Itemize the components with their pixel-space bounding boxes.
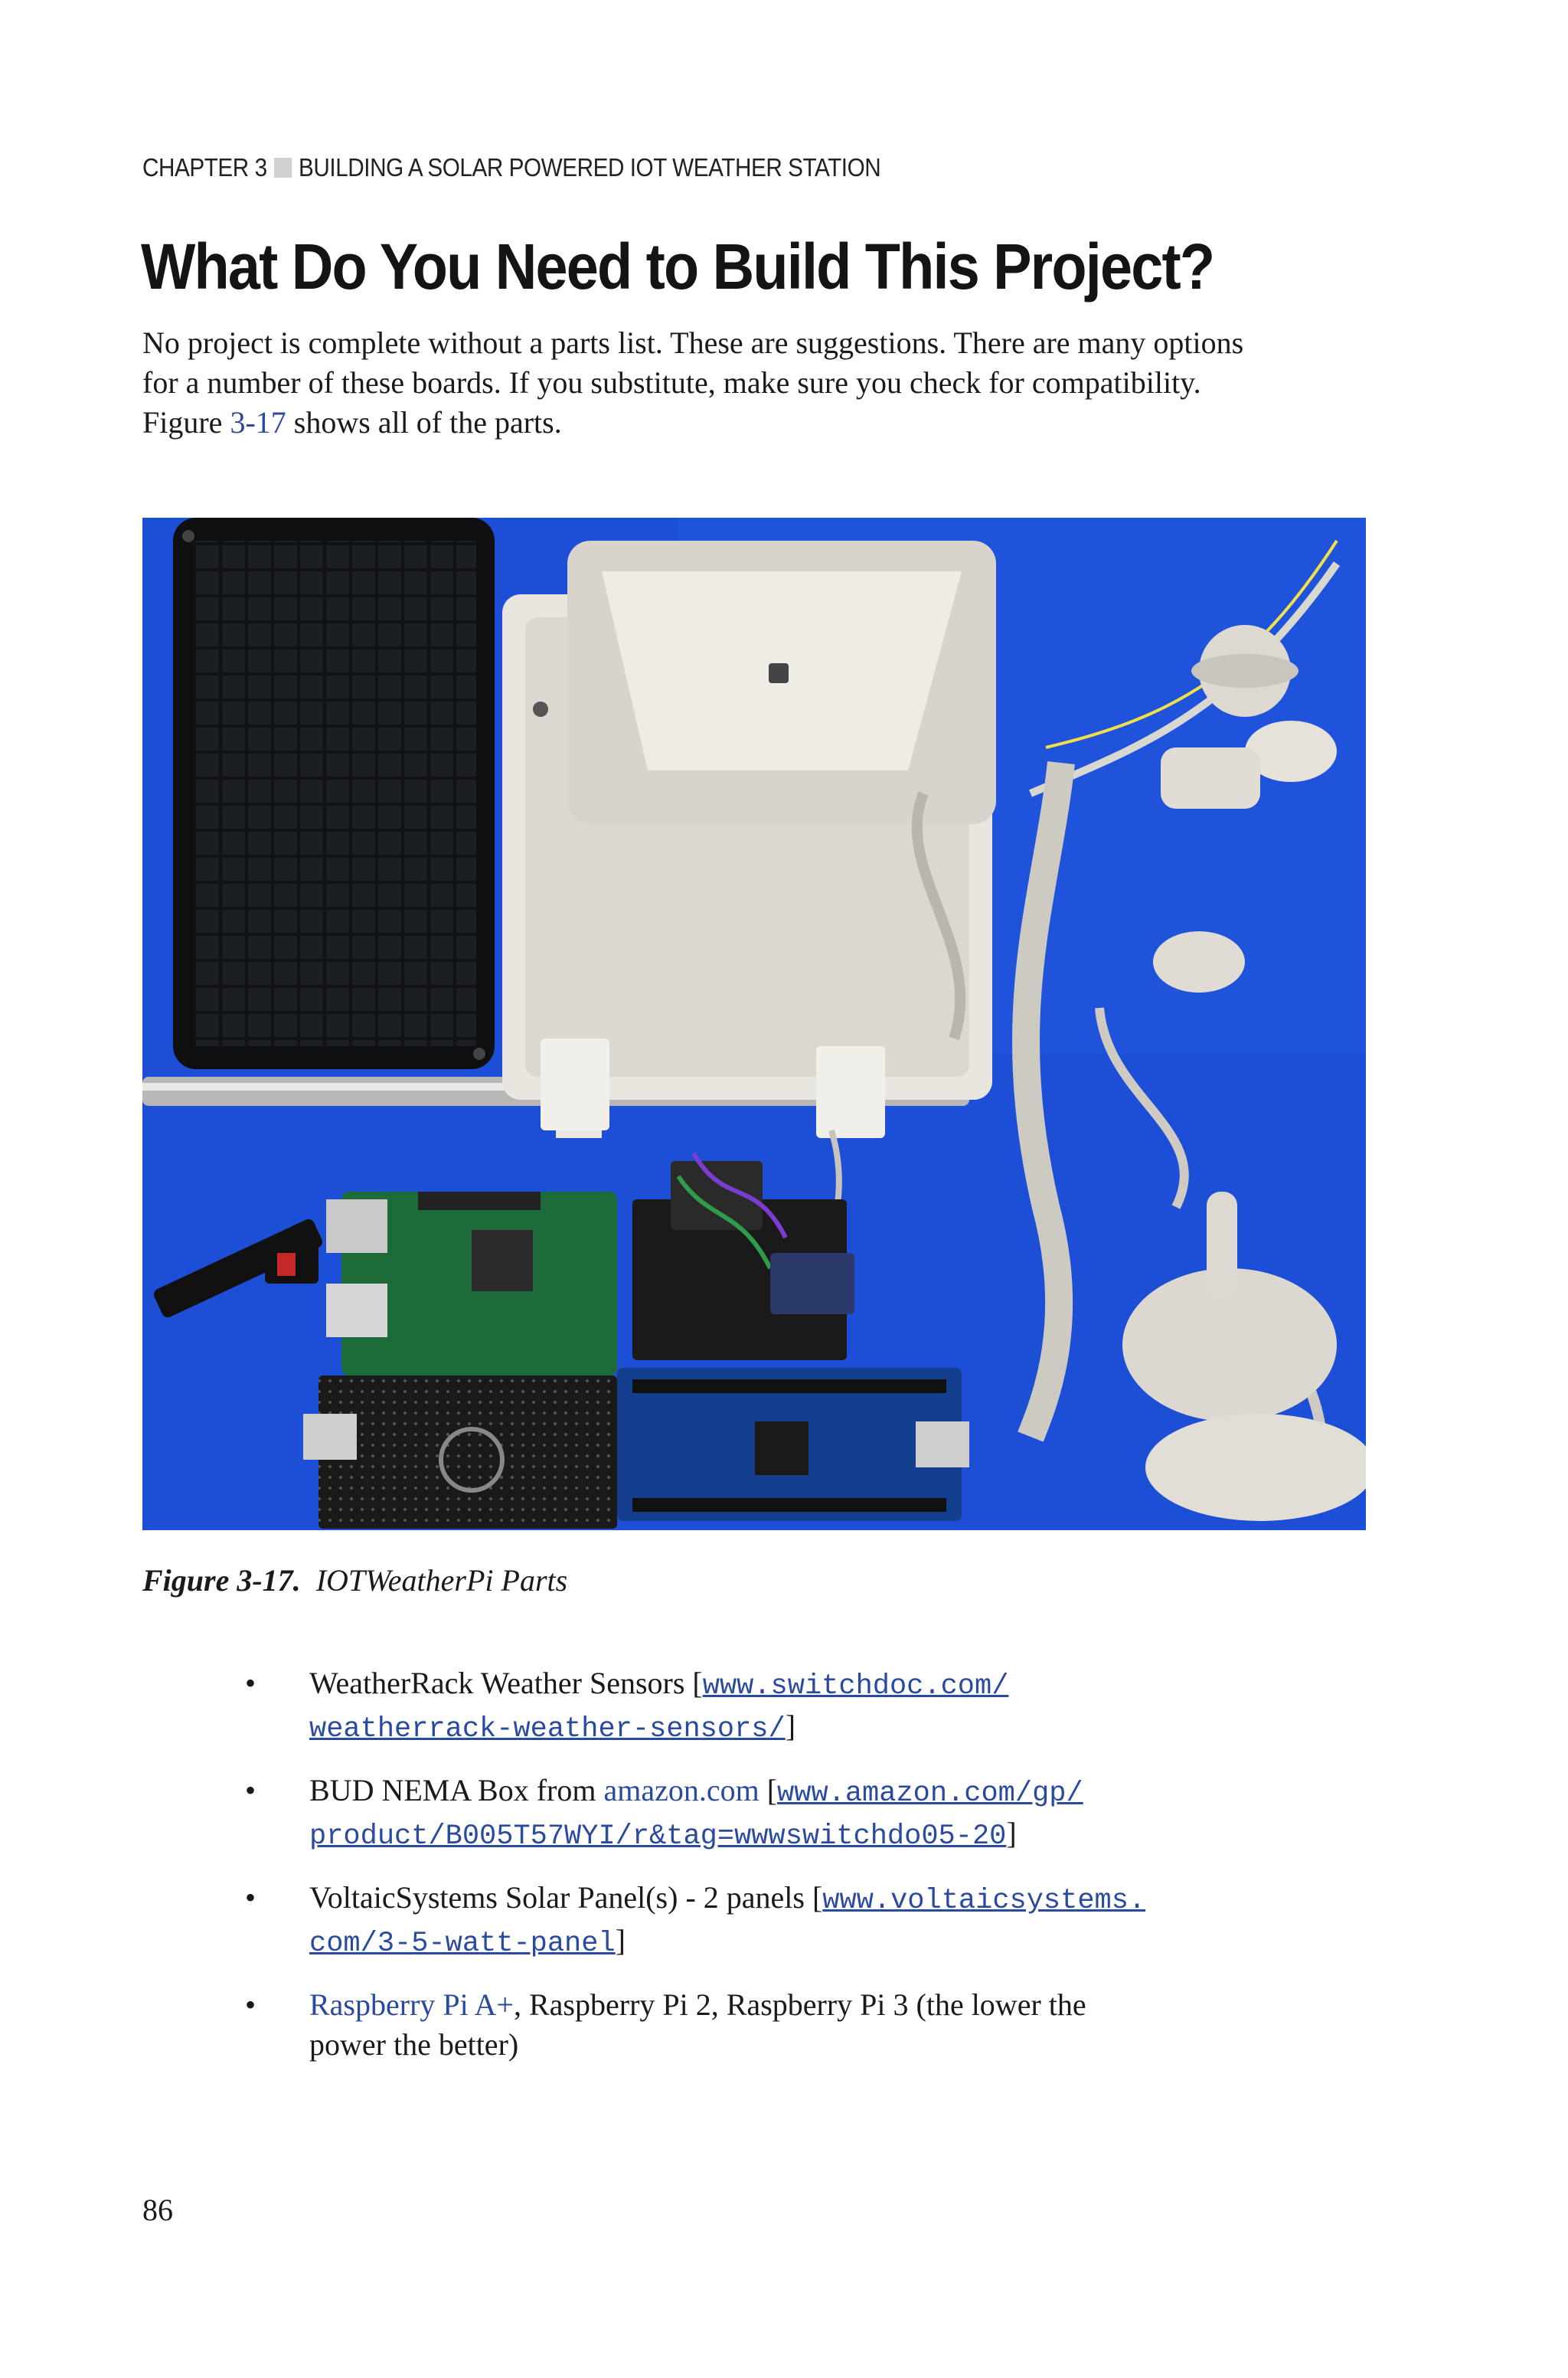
- amazon-link[interactable]: amazon.com: [603, 1773, 760, 1807]
- page-number: 86: [142, 2193, 173, 2227]
- chapter-label: CHAPTER 3: [142, 153, 267, 182]
- weatherrack-link[interactable]: www.switchdoc.com/: [702, 1670, 1009, 1703]
- item-text: WeatherRack Weather Sensors [: [309, 1666, 703, 1700]
- raspberry-pi-link[interactable]: Raspberry Pi A+: [309, 1987, 514, 2022]
- item-text: BUD NEMA Box from: [309, 1773, 604, 1807]
- solar-panel: [173, 518, 495, 1069]
- figure-label: Figure 3-17.: [142, 1563, 301, 1598]
- parts-list: • WeatherRack Weather Sensors [www.switc…: [245, 1663, 1240, 2086]
- controller-board: [303, 1375, 617, 1529]
- figure-reference-link[interactable]: 3-17: [230, 405, 286, 440]
- voltaic-link-continued[interactable]: com/3-5-watt-panel: [309, 1928, 616, 1960]
- rain-gauge: [567, 541, 996, 824]
- item-text: VoltaicSystems Solar Panel(s) - 2 panels…: [309, 1880, 823, 1915]
- raspberry-pi-board: [153, 1192, 617, 1375]
- intro-line-3-rest: shows all of the parts.: [286, 405, 562, 440]
- figure-caption-text: IOTWeatherPi Parts: [315, 1563, 568, 1598]
- sensor-boards: [632, 1152, 854, 1360]
- intro-figure-word: Figure: [142, 405, 230, 440]
- bracket-close: ]: [1006, 1816, 1017, 1850]
- bracket-close: ]: [785, 1709, 796, 1743]
- item-text-continued: power the better): [309, 2027, 519, 2062]
- bullet-icon: •: [245, 1880, 256, 1915]
- list-item: • VoltaicSystems Solar Panel(s) - 2 pane…: [245, 1878, 1240, 1964]
- amazon-product-link[interactable]: www.amazon.com/gp/: [777, 1778, 1083, 1810]
- list-item: • BUD NEMA Box from amazon.com [www.amaz…: [245, 1771, 1240, 1856]
- bullet-icon: •: [245, 1773, 256, 1807]
- list-item: • WeatherRack Weather Sensors [www.switc…: [245, 1663, 1240, 1749]
- intro-line-2: for a number of these boards. If you sub…: [142, 365, 1201, 400]
- bracket-open: [: [759, 1773, 778, 1807]
- arduino-board: [617, 1368, 969, 1521]
- bullet-icon: •: [245, 1987, 256, 2022]
- figure-caption: Figure 3-17. IOTWeatherPi Parts: [142, 1562, 567, 1598]
- voltaic-link[interactable]: www.voltaicsystems.: [822, 1885, 1146, 1917]
- wind-sensors: [825, 539, 1366, 1521]
- parts-photo: [142, 518, 1366, 1530]
- item-text: , Raspberry Pi 2, Raspberry Pi 3 (the lo…: [514, 1987, 1086, 2022]
- list-item: • Raspberry Pi A+, Raspberry Pi 2, Raspb…: [245, 1985, 1240, 2065]
- chapter-title: BUILDING A SOLAR POWERED IOT WEATHER STA…: [299, 153, 881, 182]
- intro-paragraph: No project is complete without a parts l…: [142, 323, 1398, 443]
- bracket-close: ]: [615, 1923, 626, 1958]
- intro-line-1: No project is complete without a parts l…: [142, 325, 1244, 360]
- running-head: CHAPTER 3 BUILDING A SOLAR POWERED IOT W…: [142, 153, 881, 182]
- section-title: What Do You Need to Build This Project?: [141, 231, 1215, 303]
- bullet-icon: •: [245, 1666, 256, 1700]
- amazon-product-link-continued[interactable]: product/B005T57WYI/r&tag=wwwswitchdo05-2…: [309, 1820, 1007, 1853]
- separator-square: [273, 158, 292, 178]
- weatherrack-link-continued[interactable]: weatherrack-weather-sensors/: [309, 1713, 786, 1745]
- intro-line-3: Figure 3-17 shows all of the parts.: [142, 403, 1398, 443]
